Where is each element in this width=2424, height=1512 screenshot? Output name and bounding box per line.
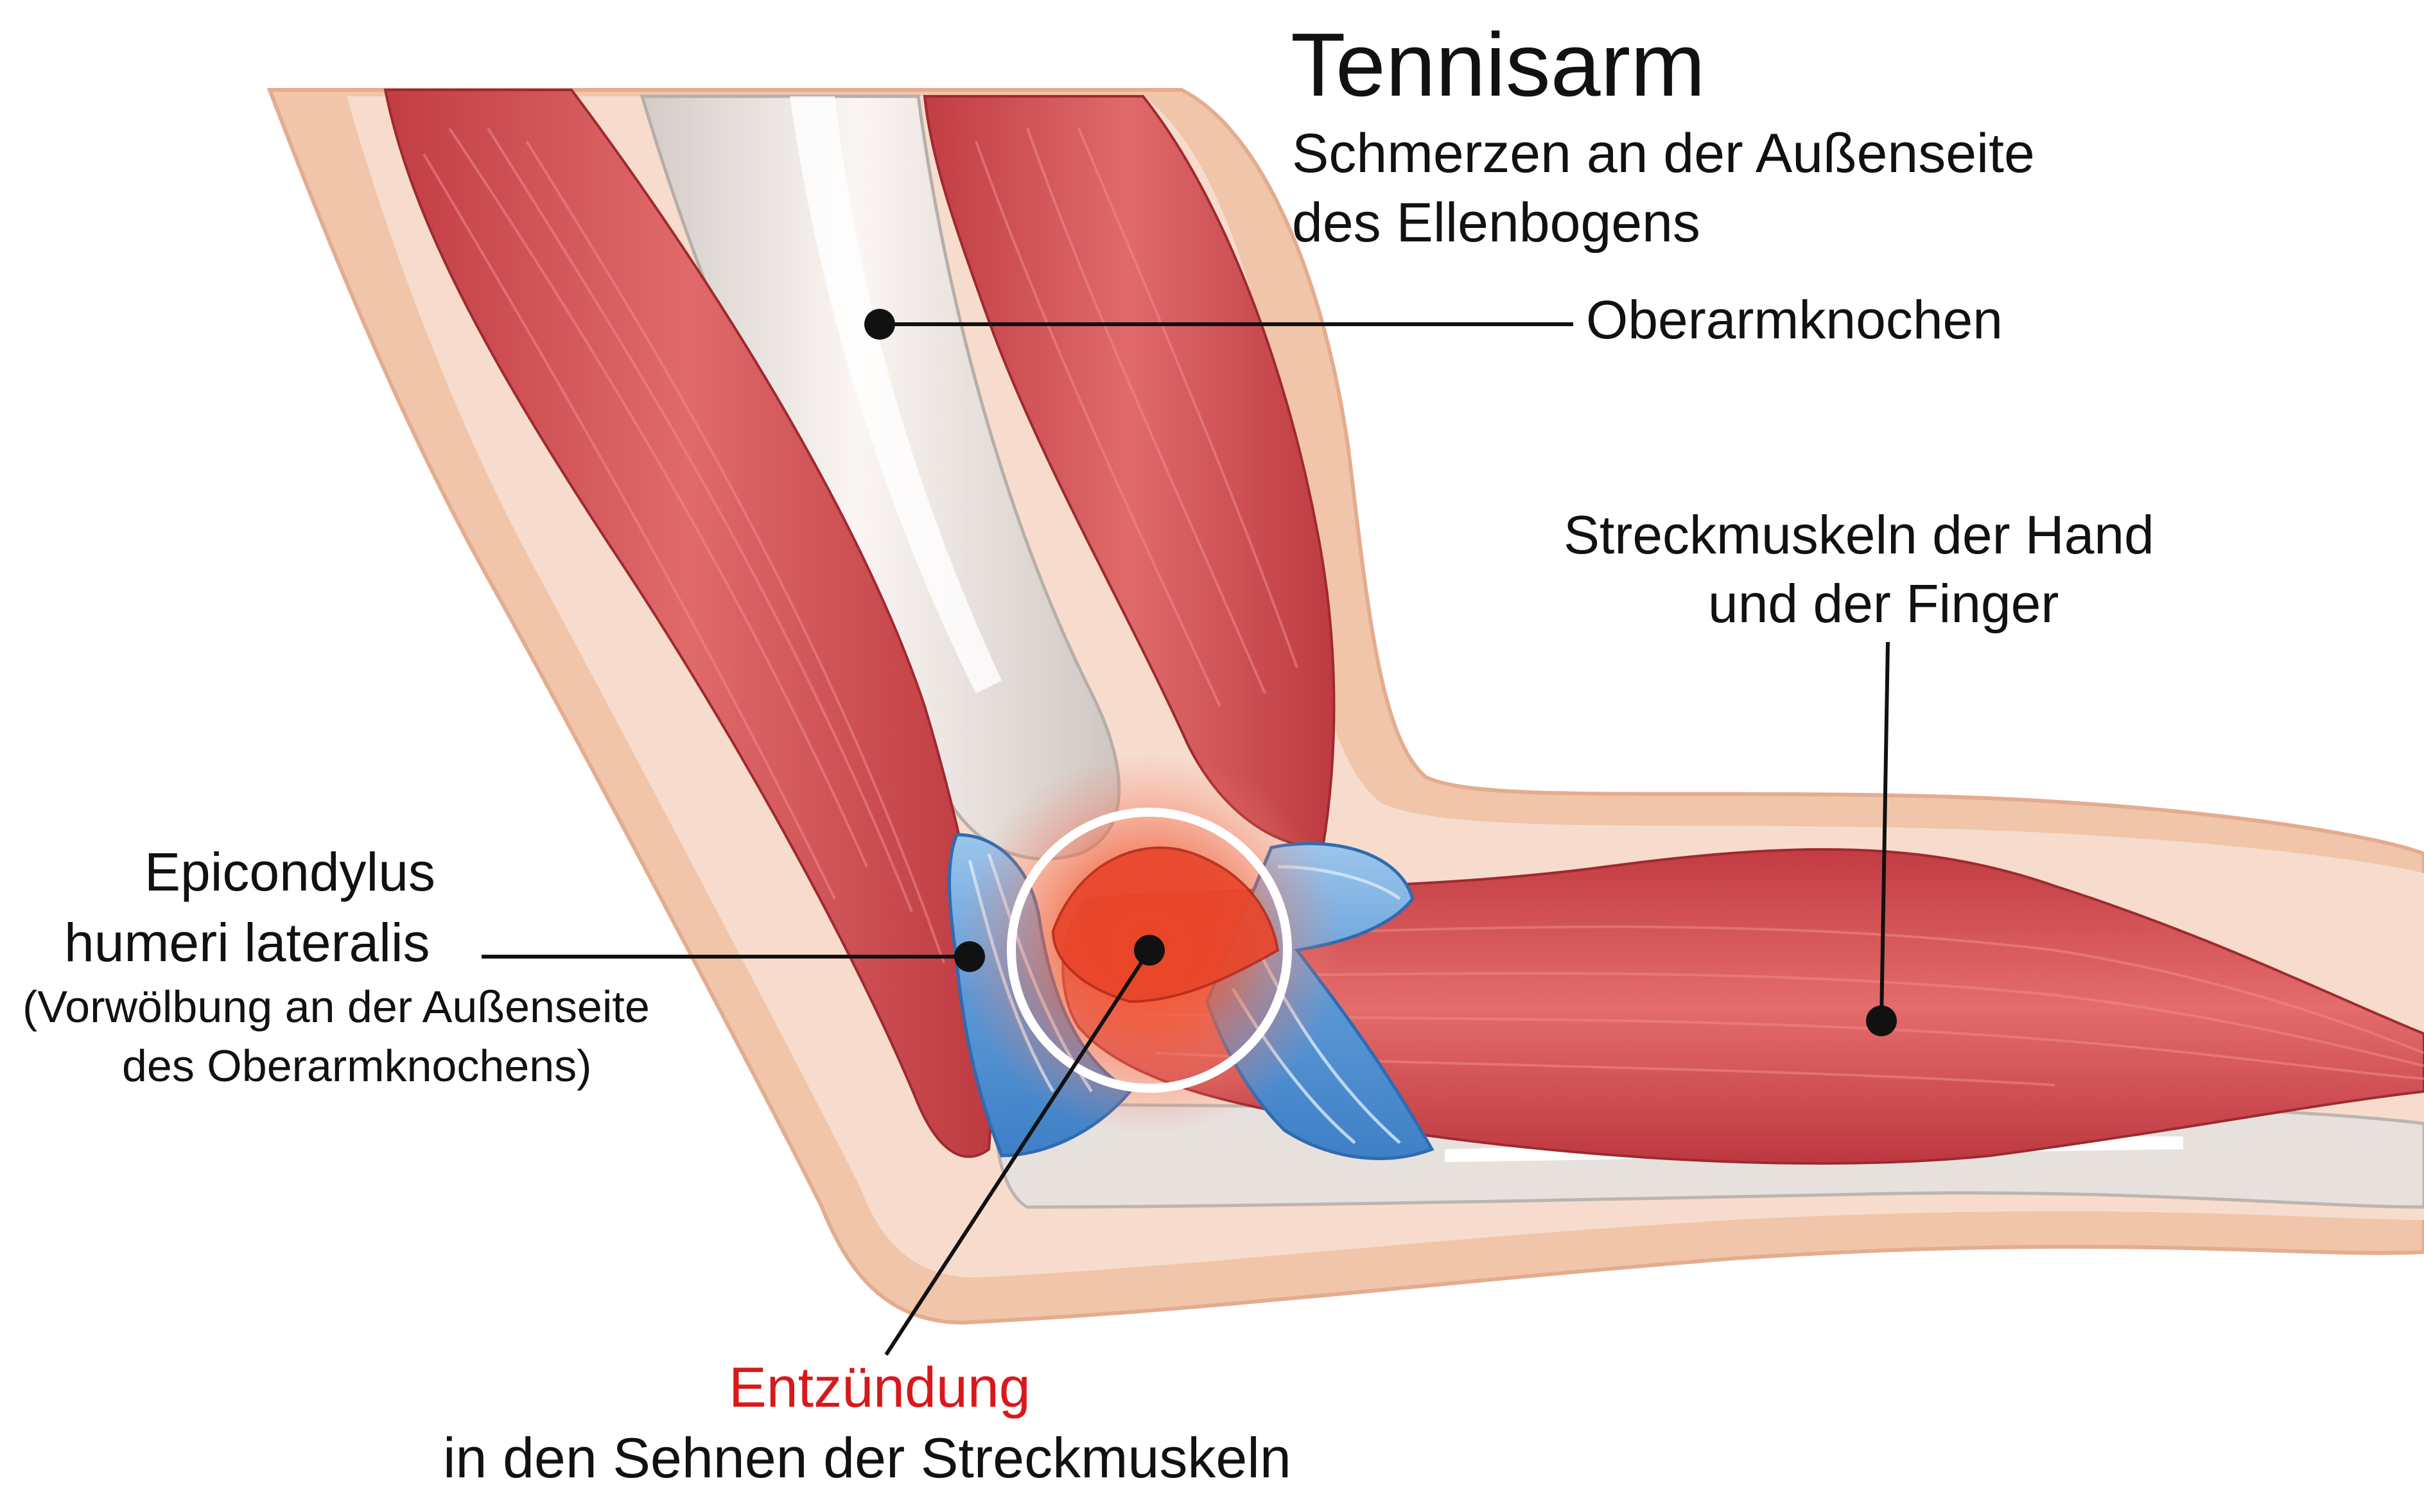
label-epicondyle-line1: Epicondylus [144, 842, 435, 902]
label-epicondyle-note-line2: des Oberarmknochens) [122, 1041, 592, 1091]
label-inflammation-line2: in den Sehnen der Streckmuskeln [443, 1426, 1291, 1490]
dot-extensors [1866, 1005, 1897, 1036]
leader-dots [864, 309, 1897, 1036]
humerus-highlight [790, 96, 1002, 693]
leader-lines [482, 322, 1890, 1356]
inflammation-circle [1007, 808, 1292, 1093]
label-inflammation: Entzündung [729, 1355, 1031, 1419]
diagram-title: Tennisarm [1291, 14, 1705, 115]
label-epicondyle-note-line1: (Vorwölbung an der Außenseite [22, 982, 650, 1032]
leader-inflammation [884, 949, 1151, 1356]
inflamed-tendon [1051, 846, 1280, 1004]
dot-humerus [864, 309, 895, 340]
diagram-subtitle-line1: Schmerzen an der Außenseite [1292, 123, 2035, 184]
leader-extensors [1879, 641, 1890, 1021]
diagram-subtitle-line2: des Ellenbogens [1292, 192, 1700, 254]
label-extensors-line2: und der Finger [1708, 573, 2059, 634]
muscle-fibres [423, 127, 2424, 1086]
dot-inflammation [1134, 935, 1165, 966]
label-extensors-line1: Streckmuskeln der Hand [1564, 505, 2154, 565]
label-humerus: Oberarmknochen [1586, 290, 2003, 350]
label-epicondyle-line2: humeri lateralis [64, 912, 430, 973]
dot-epicondyle [954, 941, 985, 972]
upper-arm-muscle-left [383, 89, 993, 1158]
